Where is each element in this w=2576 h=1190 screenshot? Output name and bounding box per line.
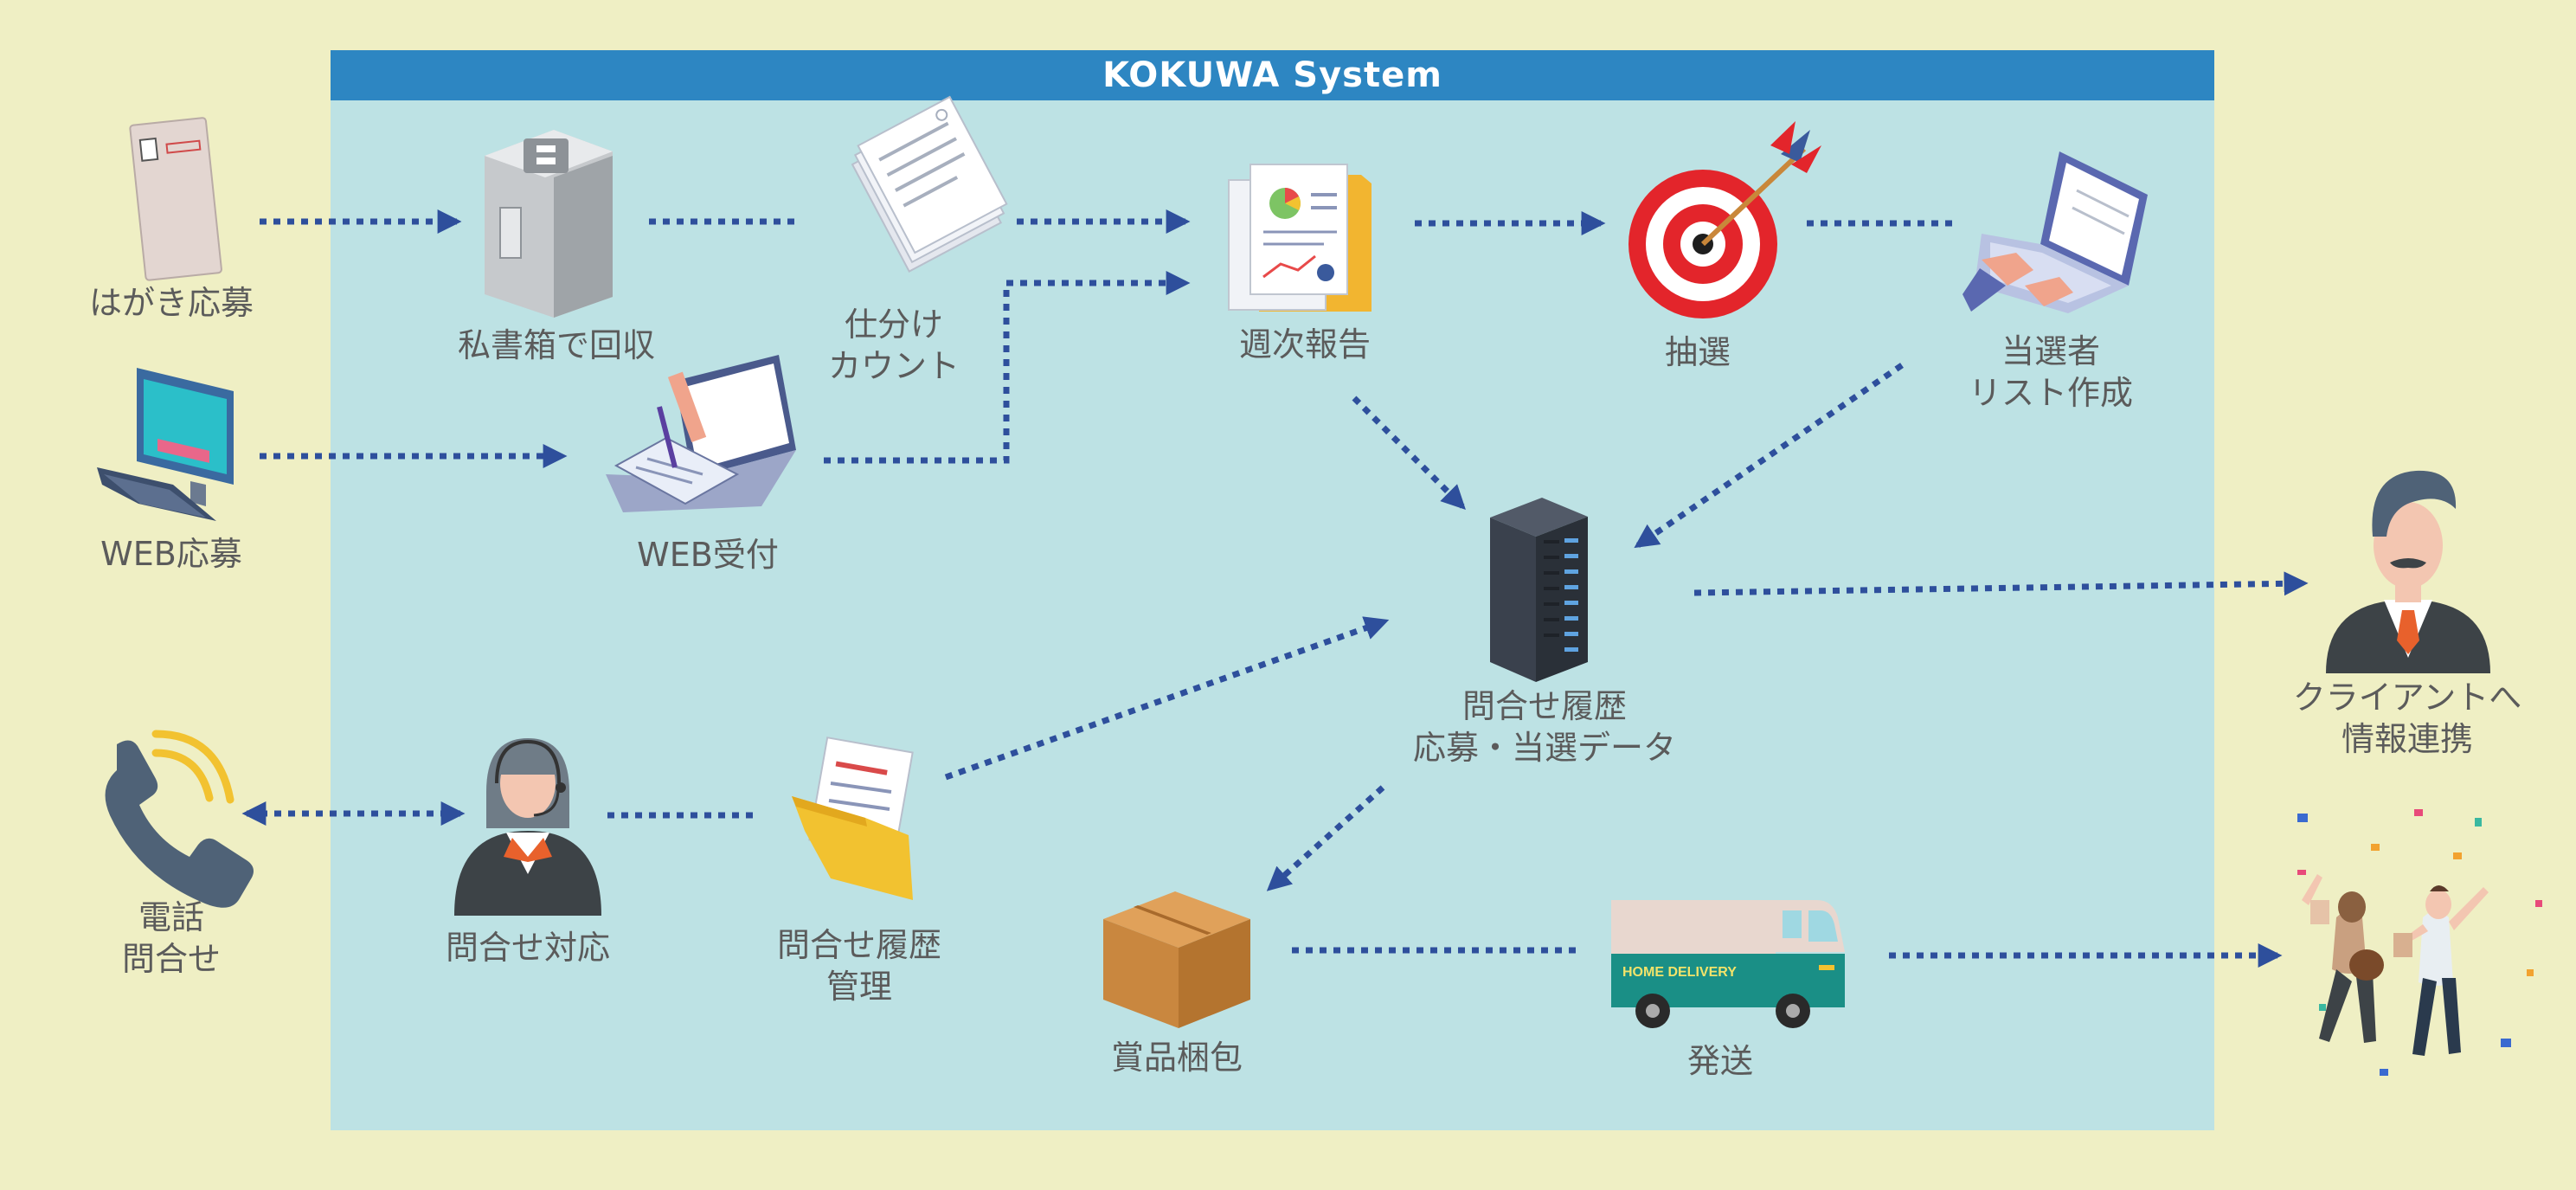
label-sorting: 仕分けカウント xyxy=(827,306,960,385)
label-client: クライアントへ情報連携 xyxy=(2292,679,2522,758)
server-icon xyxy=(1490,498,1588,682)
label-postcard: はがき応募 xyxy=(88,284,254,322)
operator-headset-icon xyxy=(454,738,601,916)
label-lottery: 抽選 xyxy=(1664,333,1731,371)
label-packing: 賞品梱包 xyxy=(1110,1039,1243,1077)
businessman-icon xyxy=(2326,470,2490,673)
label-shipping: 発送 xyxy=(1686,1042,1754,1080)
po-box-icon xyxy=(485,130,613,318)
connector-database-to-client xyxy=(1693,571,2309,596)
box-icon xyxy=(1103,891,1250,1028)
connector-webreception-to-report xyxy=(824,271,1191,464)
phone-icon xyxy=(105,730,254,908)
label-inquiry-management: 問合せ履歴管理 xyxy=(776,926,942,1006)
postcard-icon xyxy=(129,117,222,281)
label-web-reception: WEB受付 xyxy=(637,536,779,574)
desktop-computer-icon xyxy=(97,368,234,521)
van-logo-text: HOME DELIVERY xyxy=(1622,965,1737,980)
connector-database-to-packing xyxy=(1266,785,1385,891)
laptop-typing-icon xyxy=(1963,151,2148,313)
label-winner-list: 当選者リスト作成 xyxy=(1968,332,2134,412)
laptop-form-icon xyxy=(606,355,796,512)
report-documents-icon xyxy=(1228,164,1372,312)
connector-report-to-database xyxy=(1352,396,1466,510)
connector-inquirymgmt-to-database xyxy=(944,616,1390,781)
system-title: KOKUWA System xyxy=(331,50,2214,100)
connector-winnerlist-to-database xyxy=(1634,363,1904,549)
label-phone-inquiry: 電話問合せ xyxy=(121,898,222,978)
label-database: 問合せ履歴応募・当選データ xyxy=(1412,687,1677,767)
documents-icon xyxy=(851,95,1008,273)
target-arrow-icon xyxy=(1628,121,1821,318)
celebrating-people-icon xyxy=(2297,809,2542,1076)
label-web-entry: WEB応募 xyxy=(100,535,242,573)
label-po-box: 私書箱で回収 xyxy=(457,326,656,364)
label-weekly-report: 週次報告 xyxy=(1238,325,1372,363)
folder-icon xyxy=(792,737,914,900)
delivery-van-icon: HOME DELIVERY xyxy=(1611,900,1845,1028)
label-operator: 問合せ対応 xyxy=(445,929,611,967)
